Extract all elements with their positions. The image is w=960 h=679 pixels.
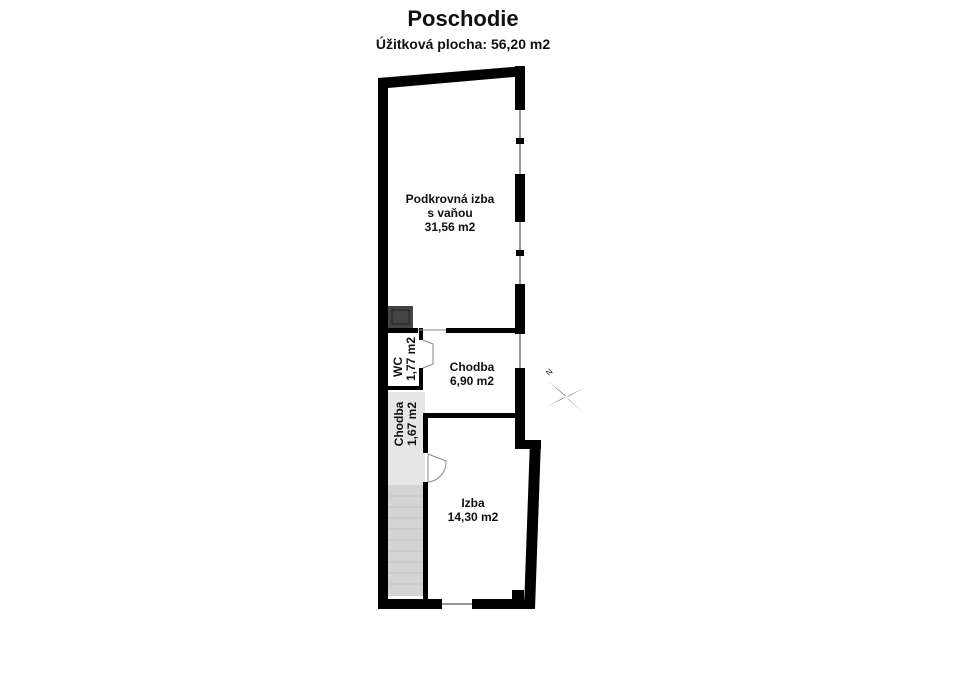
wall-bottom-right [472, 599, 535, 609]
hall-small-name: Chodba [392, 401, 406, 446]
walls [378, 66, 541, 609]
attic-name-2: s vaňou [427, 206, 472, 220]
wall-bottom-left [378, 599, 442, 609]
room-wall-left [423, 413, 428, 453]
wall-right-lower [524, 440, 541, 609]
wall-left [378, 78, 388, 609]
plan-subtitle: Úžitková plocha: 56,20 m2 [375, 36, 551, 52]
wall-attic-divider [446, 328, 520, 333]
doors [418, 329, 447, 483]
room-labels: Podkrovná izba s vaňou 31,56 m2 Chodba 6… [391, 192, 499, 524]
hall-small-area: 1,67 m2 [405, 402, 419, 446]
wc-area: 1,77 m2 [404, 337, 418, 381]
wc-wall-bottom [388, 386, 423, 390]
room-wall-top [423, 413, 520, 418]
hall-area: 6,90 m2 [450, 374, 494, 388]
plan-title: Poschodie [407, 6, 519, 31]
attic-area: 31,56 m2 [425, 220, 476, 234]
chimney [388, 306, 413, 328]
wall-right-1 [515, 66, 525, 110]
room-name: Izba [461, 496, 485, 510]
wc-wall-right [419, 328, 423, 340]
wall-right-3 [515, 284, 525, 334]
wall-right-4 [515, 368, 525, 448]
windows [442, 110, 521, 605]
wall-right-2 [515, 174, 525, 222]
staircase [387, 392, 425, 596]
attic-name-1: Podkrovná izba [406, 192, 495, 206]
wall-top [378, 66, 525, 88]
hall-name: Chodba [450, 360, 495, 374]
wc-name: WC [391, 357, 405, 377]
room-area: 14,30 m2 [448, 510, 499, 524]
compass-icon: N [544, 367, 586, 413]
compass-north-label: N [544, 367, 555, 378]
